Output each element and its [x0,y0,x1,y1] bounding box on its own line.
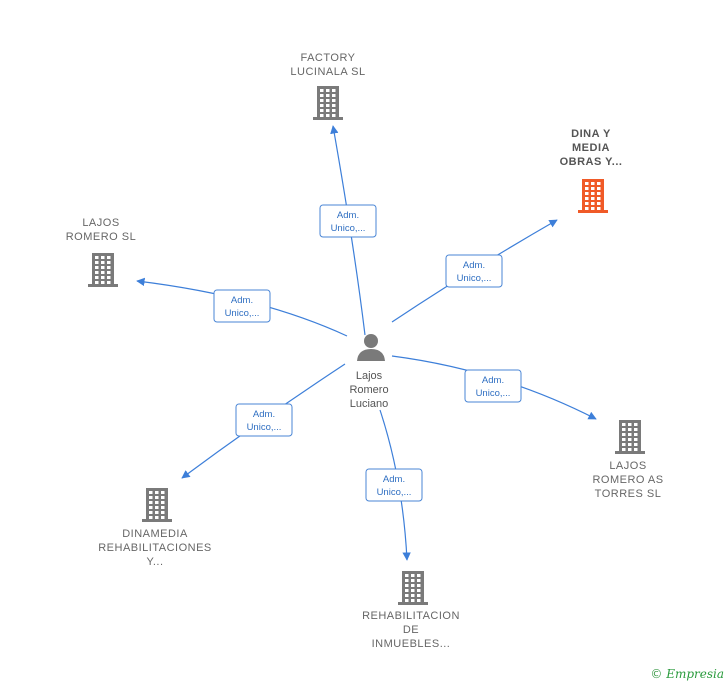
company-label-lajos-romero-sl-line: LAJOS [82,217,119,229]
edge-label-text-line: Unico,... [457,273,492,284]
company-label-dina-line: OBRAS Y... [560,156,623,168]
company-label-lajos-romero-as-torres-line: ROMERO AS [592,474,663,486]
company-label-dinamedia-line: DINAMEDIA [122,528,188,540]
building-icon[interactable] [88,253,118,287]
company-label-factory-line: FACTORY [300,52,355,64]
edge-label-text: Adm. Unico,... [247,409,282,433]
building-icon[interactable] [313,86,343,120]
edge-label-text: Adm. Unico,... [225,295,260,319]
company-label-lajos-romero-as-torres-line: TORRES SL [595,488,662,500]
brand-logo-text[interactable]: Empresia [666,667,724,681]
edge-label-text: Adm. Unico,... [331,210,366,234]
edge-label-text: Adm. Unico,... [457,260,492,284]
company-label-dinamedia: DINAMEDIA REHABILITACIONES Y... [98,528,212,568]
company-label-rehabilitacion: REHABILITACION DE INMUEBLES... [362,610,460,650]
edge-factory [330,125,366,336]
company-label-factory: FACTORY LUCINALA SL [290,52,365,78]
edge-label-text-line: Adm. [383,474,405,485]
edge-label-text-line: Adm. [482,375,504,386]
edge-label-factory[interactable]: Adm. Unico,... [319,204,377,238]
edge-label-text-line: Unico,... [247,422,282,433]
person-icon[interactable] [357,334,385,361]
edge-label-lajos-romero-sl[interactable]: Adm. Unico,... [213,289,271,323]
building-icon[interactable] [578,179,608,213]
person-name-label-line: Lajos [356,370,383,382]
edge-label-dina[interactable]: Adm. Unico,... [445,254,503,288]
person-name-label-line: Luciano [350,398,389,410]
company-label-lajos-romero-as-torres: LAJOS ROMERO AS TORRES SL [592,460,663,500]
company-label-dina: DINA Y MEDIA OBRAS Y... [560,128,623,168]
edge-label-text-line: Unico,... [476,388,511,399]
edge-labels-layer: Adm.Unico,...Adm.Unico,...Adm.Unico,...A… [213,204,522,502]
company-label-rehabilitacion-line: REHABILITACION [362,610,460,622]
edge-label-text-line: Adm. [231,295,253,306]
edge-label-text-line: Unico,... [377,487,412,498]
copyright-symbol: © [650,667,663,681]
edge-label-text: Adm. Unico,... [476,375,511,399]
edge-label-text-line: Unico,... [331,223,366,234]
company-label-rehabilitacion-line: DE [403,624,419,636]
company-label-lajos-romero-sl: LAJOS ROMERO SL [66,217,137,243]
edge-label-dinamedia[interactable]: Adm. Unico,... [235,403,293,437]
edge-label-lajos-romero-as-torres[interactable]: Adm. Unico,... [464,369,522,403]
edge-label-text-line: Adm. [463,260,485,271]
company-label-lajos-romero-sl-line: ROMERO SL [66,231,137,243]
company-label-rehabilitacion-line: INMUEBLES... [372,638,451,650]
company-label-dinamedia-line: Y... [146,556,163,568]
company-label-dina-line: DINA Y [571,128,611,140]
building-icon[interactable] [615,420,645,454]
building-icon[interactable] [142,488,172,522]
copyright-footer: © Empresia [650,667,724,681]
edge-label-text-line: Adm. [337,210,359,221]
edge-label-text-line: Unico,... [225,308,260,319]
edge-label-rehabilitacion[interactable]: Adm. Unico,... [365,468,423,502]
company-label-factory-line: LUCINALA SL [290,66,365,78]
person-name-label-line: Romero [349,384,388,396]
company-label-dinamedia-line: REHABILITACIONES [98,542,212,554]
company-label-lajos-romero-as-torres-line: LAJOS [609,460,646,472]
edge-label-text-line: Adm. [253,409,275,420]
edge-label-text: Adm. Unico,... [377,474,412,498]
company-label-dina-line: MEDIA [572,142,610,154]
building-icon[interactable] [398,571,428,605]
